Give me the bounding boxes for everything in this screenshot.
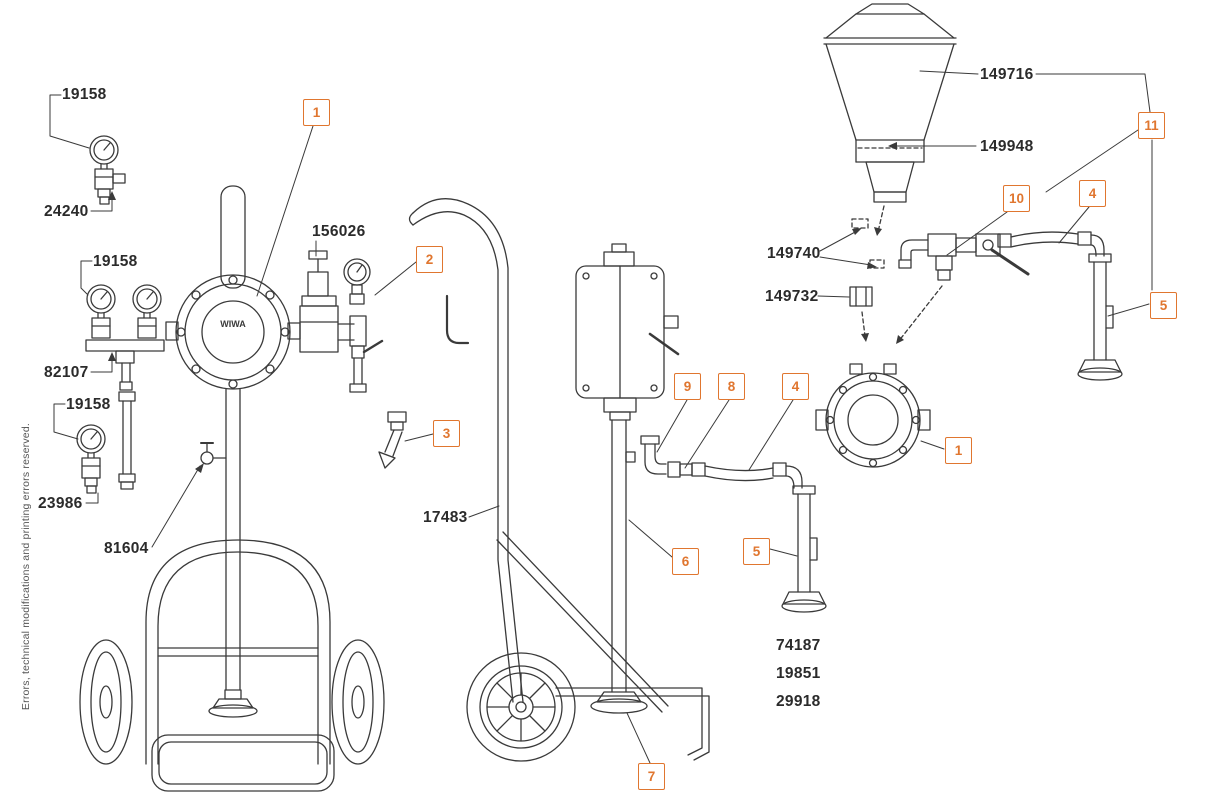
callout-3: 3: [433, 420, 460, 447]
part-label-19158-3: 19158: [66, 396, 111, 413]
leader-arrowheads: [108, 142, 904, 473]
leader-lines: [49, 70, 1153, 764]
hopper-valve-assembly: [815, 3, 1123, 468]
part-label-19158-2: 19158: [93, 253, 138, 270]
left-pump-cart-assembly: WIWA: [79, 185, 407, 792]
pump-brand-text: WIWA: [220, 319, 246, 329]
callout-2: 2: [416, 246, 443, 273]
callout-10: 10: [1003, 185, 1030, 212]
callout-9: 9: [674, 373, 701, 400]
callout-1-left: 1: [303, 99, 330, 126]
part-label-19158-1: 19158: [62, 86, 107, 103]
part-label-149740: 149740: [767, 245, 821, 262]
part-label-24240: 24240: [44, 203, 89, 220]
air-gauge-assemblies: [76, 135, 165, 494]
hand-truck-pump-assembly: [408, 198, 827, 762]
callout-6: 6: [672, 548, 699, 575]
part-label-149948: 149948: [980, 138, 1034, 155]
part-label-74187: 74187: [776, 637, 821, 654]
part-label-29918: 29918: [776, 693, 821, 710]
callout-5-right: 5: [1150, 292, 1177, 319]
callout-4-mid: 4: [782, 373, 809, 400]
part-label-81604: 81604: [104, 540, 149, 557]
part-label-17483: 17483: [423, 509, 468, 526]
callout-5-mid: 5: [743, 538, 770, 565]
callout-1-right: 1: [945, 437, 972, 464]
part-label-149732: 149732: [765, 288, 819, 305]
dashed-reference-lines: [851, 147, 943, 343]
legal-footnote: Errors, technical modifications and prin…: [20, 423, 32, 711]
part-label-149716: 149716: [980, 66, 1034, 83]
callout-11: 11: [1138, 112, 1165, 139]
callout-7: 7: [638, 763, 665, 790]
part-label-23986: 23986: [38, 495, 83, 512]
part-label-82107: 82107: [44, 364, 89, 381]
callout-4-right: 4: [1079, 180, 1106, 207]
callout-8: 8: [718, 373, 745, 400]
part-label-156026: 156026: [312, 223, 366, 240]
part-label-19851: 19851: [776, 665, 821, 682]
